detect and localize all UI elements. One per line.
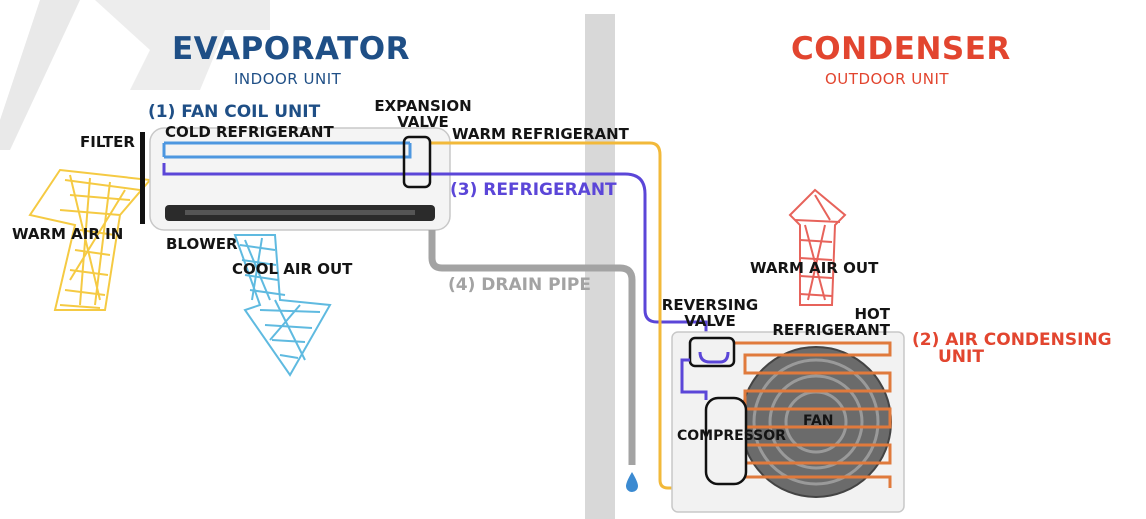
filter-bar	[140, 132, 145, 224]
drain-pipe-label: (4) DRAIN PIPE	[448, 275, 591, 295]
compressor-label: COMPRESSOR	[677, 428, 786, 444]
outdoor-unit-subheading: OUTDOOR UNIT	[825, 70, 950, 88]
refrigerant-label: (3) REFRIGERANT	[450, 180, 617, 200]
compressor-link	[680, 358, 708, 400]
indoor-unit-subheading: INDOOR UNIT	[234, 70, 342, 88]
compressor	[704, 396, 748, 486]
filter-label: FILTER	[80, 133, 135, 151]
warm-air-out-arrow	[788, 188, 847, 306]
cool-air-out-arrow	[233, 234, 332, 377]
condenser-heading: CONDENSER	[791, 31, 1011, 67]
drain-pipe	[428, 230, 636, 465]
warm-refrigerant-line	[430, 141, 890, 490]
indoor-unit-body	[149, 127, 451, 231]
expansion-valve-label: EXPANSION VALVE	[374, 97, 472, 131]
warm-air-out-label: WARM AIR OUT	[750, 259, 879, 277]
expansion-valve	[402, 135, 432, 189]
cold-refrigerant-coil	[162, 141, 412, 159]
warm-air-in-label: WARM AIR IN	[12, 225, 124, 243]
reversing-valve-loop	[698, 351, 730, 364]
watermark-shape	[0, 0, 270, 150]
fan-coil-unit-label: (1) FAN COIL UNIT	[148, 102, 321, 122]
warm-refrigerant-label: WARM REFRIGERANT	[452, 125, 629, 143]
cool-air-out-label: COOL AIR OUT	[232, 260, 353, 278]
blower-label: BLOWER	[166, 235, 238, 253]
evaporator-heading: EVAPORATOR	[172, 31, 410, 67]
cold-refrigerant-label: COLD REFRIGERANT	[165, 123, 334, 141]
reversing-valve-label: REVERSING VALVE	[661, 296, 759, 330]
water-drop-icon	[626, 472, 638, 492]
hot-refrigerant-label: HOT REFRIGERANT	[772, 305, 890, 339]
fan-label: FAN	[803, 413, 834, 429]
air-condensing-unit-label: (2) AIR CONDENSING UNIT	[912, 330, 1112, 367]
refrigerant-line	[162, 163, 708, 352]
